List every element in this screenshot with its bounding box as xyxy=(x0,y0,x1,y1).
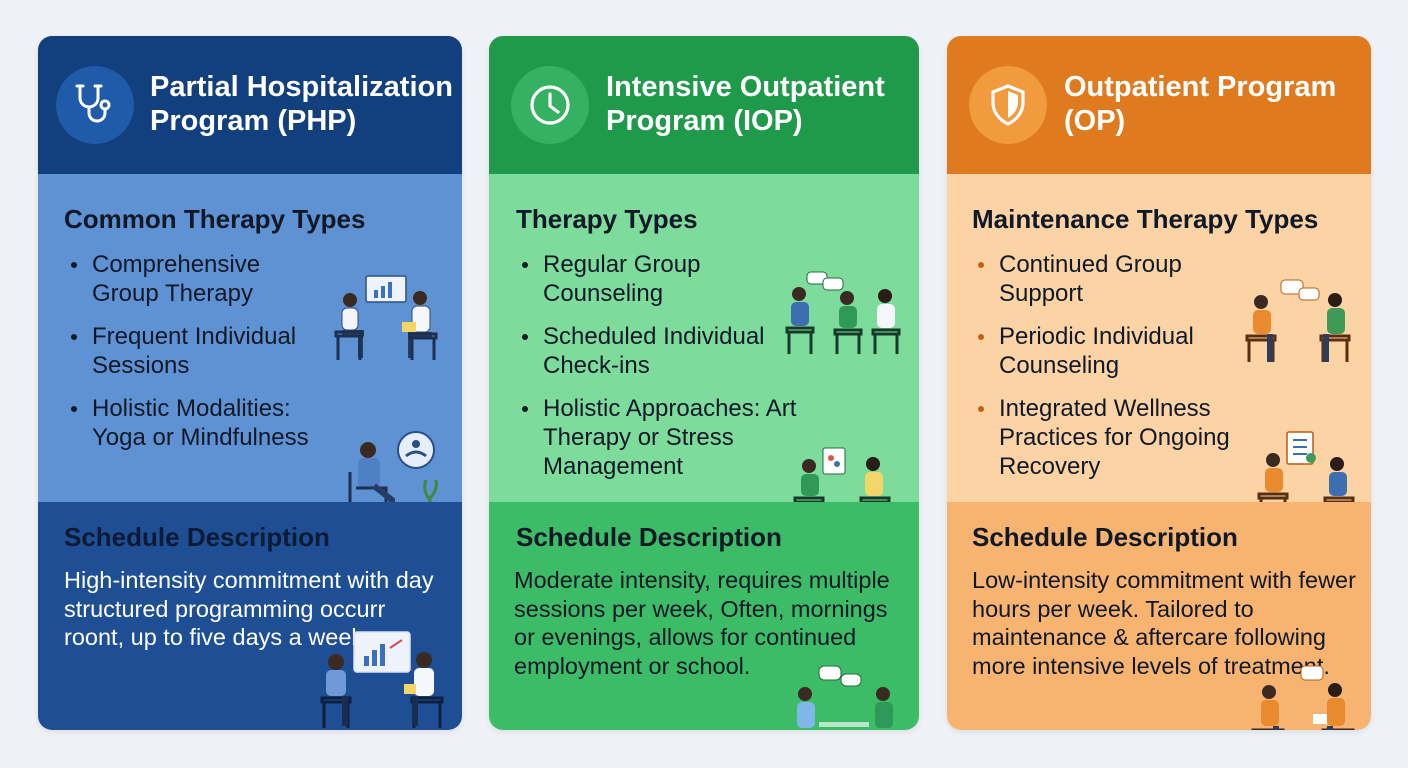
one-on-one-illustration xyxy=(1251,665,1355,730)
presentation-illustration xyxy=(320,631,444,728)
iop-schedule-heading: Schedule Description xyxy=(516,522,782,552)
iop-therapy-list: Regular Group Counseling Scheduled Indiv… xyxy=(519,250,809,495)
op-title: Outpatient Program (OP) xyxy=(1064,71,1337,137)
iop-schedule-text: Moderate intensity, requires multiple se… xyxy=(514,567,890,679)
op-therapy-heading: Maintenance Therapy Types xyxy=(972,204,1319,234)
list-item: Holistic Modalities: Yoga or Mindfulness xyxy=(68,394,328,452)
group-support-illustration xyxy=(1245,279,1351,362)
php-therapy-heading: Common Therapy Types xyxy=(64,204,366,234)
op-header: Outpatient Program (OP) xyxy=(947,36,1371,174)
iop-card: Intensive Outpatient Program (IOP) Thera… xyxy=(489,36,919,730)
op-therapy-list: Continued Group Support Periodic Individ… xyxy=(975,250,1265,495)
iop-schedule-section: Schedule Description Moderate intensity,… xyxy=(489,502,919,730)
list-item: Scheduled Individual Check-ins xyxy=(519,322,809,380)
clock-icon xyxy=(511,66,589,144)
iop-title: Intensive Outpatient Program (IOP) xyxy=(606,71,885,137)
group-counseling-illustration xyxy=(785,271,901,354)
op-card: Outpatient Program (OP) Maintenance Ther… xyxy=(947,36,1371,730)
iop-header: Intensive Outpatient Program (IOP) xyxy=(489,36,919,174)
list-item: Continued Group Support xyxy=(975,250,1265,308)
yoga-illustration xyxy=(338,431,454,519)
list-item: Regular Group Counseling xyxy=(519,250,809,308)
php-title: Partial Hospitalization Program (PHP) xyxy=(150,71,453,137)
php-schedule-text: High-intensity commitment with day struc… xyxy=(64,567,434,650)
php-schedule-heading: Schedule Description xyxy=(64,522,330,552)
stethoscope-icon xyxy=(56,66,134,144)
list-item: Frequent Individual Sessions xyxy=(68,322,328,380)
php-schedule-section: Schedule Description High-intensity comm… xyxy=(38,502,462,730)
php-therapy-section: Common Therapy Types Comprehensive Group… xyxy=(38,174,462,519)
op-schedule-section: Schedule Description Low-intensity commi… xyxy=(947,502,1371,730)
list-item: Integrated Wellness Practices for Ongoin… xyxy=(975,394,1265,481)
php-header: Partial Hospitalization Program (PHP) xyxy=(38,36,462,174)
list-item: Periodic Individual Counseling xyxy=(975,322,1265,380)
php-therapy-list: Comprehensive Group Therapy Frequent Ind… xyxy=(68,250,328,466)
shield-icon xyxy=(969,66,1047,144)
op-therapy-section: Maintenance Therapy Types Continued Grou… xyxy=(947,174,1371,522)
list-item: Comprehensive Group Therapy xyxy=(68,250,328,308)
op-schedule-text: Low-intensity commitment with fewer hour… xyxy=(972,567,1356,679)
op-schedule-heading: Schedule Description xyxy=(972,522,1238,552)
iop-therapy-section: Therapy Types Regular Group Counseling S… xyxy=(489,174,919,522)
list-item: Holistic Approaches: Art Therapy or Stre… xyxy=(519,394,809,481)
iop-therapy-heading: Therapy Types xyxy=(516,204,698,234)
php-card: Partial Hospitalization Program (PHP) Co… xyxy=(38,36,462,730)
counselor-chart-illustration xyxy=(334,275,438,360)
discussion-illustration xyxy=(797,665,893,728)
